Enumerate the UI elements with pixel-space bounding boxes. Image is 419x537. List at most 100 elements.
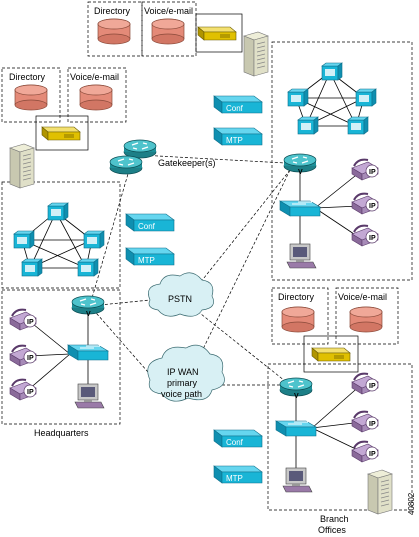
svg-text:IP: IP — [369, 421, 376, 428]
top-voicemail-label: Voice/e-mail — [144, 6, 193, 16]
hq-phone-1: IP — [9, 308, 37, 331]
pstn-label: PSTN — [168, 294, 192, 304]
hq-ccm-1-icon — [47, 202, 69, 221]
bottom-branch-phone-1: IP — [351, 372, 379, 395]
hq-ccm-5-icon — [77, 258, 99, 277]
branch-bridge-box — [303, 335, 359, 373]
branch-ccm-2-icon — [287, 88, 309, 107]
ipwan-cloud: IP WAN primary voice path — [147, 344, 225, 402]
hq-voicemail-db-icon — [79, 84, 113, 111]
hq-router-v-label: V — [86, 311, 91, 318]
hq-conf-block: Conf — [125, 213, 175, 232]
branch-mtp-block: MTP — [213, 465, 263, 484]
hq-gateway-bridge-icon — [41, 126, 81, 141]
branch-directory-label: Directory — [278, 292, 315, 302]
top-branch-voice-router: V — [283, 153, 317, 176]
svg-text:IP: IP — [369, 203, 376, 210]
svg-text:IP: IP — [27, 389, 34, 396]
group-boxes — [1, 1, 413, 511]
branch-ccm-3-icon — [355, 88, 377, 107]
hq-phone-2: IP — [9, 344, 37, 367]
ipwan-label-line3: voice path — [161, 389, 202, 399]
top-branch-phone-3: IP — [351, 224, 379, 247]
branch-voicemail-box — [335, 287, 399, 345]
gatekeeper-router-1-icon — [123, 139, 157, 159]
bottom-branch-phone-2: IP — [351, 410, 379, 433]
headquarters-label: Headquarters — [34, 428, 89, 438]
bottom-branch-phone-3: IP — [351, 440, 379, 463]
hq-directory-label: Directory — [9, 72, 46, 82]
branch-top-cluster-box — [271, 41, 413, 281]
ipwan-label-line1: IP WAN — [167, 367, 199, 377]
branch-ccm-5-icon — [347, 116, 369, 135]
svg-text:IP: IP — [369, 235, 376, 242]
branch-gateway-bridge-icon — [311, 347, 351, 362]
hq-ccm-2-icon — [13, 230, 35, 249]
bottom-branch-router-v-label: V — [294, 393, 299, 400]
svg-text:IP: IP — [369, 169, 376, 176]
top-conf-block: Conf — [213, 95, 263, 114]
ip-phones: IP IP IP IP IP IP IP IP IP — [9, 158, 379, 463]
branch-ccm-4-icon — [297, 116, 319, 135]
hq-voice-router: V — [71, 295, 105, 318]
top-branch-switch-icon — [279, 200, 321, 217]
top-branch-router-v-label: V — [298, 169, 303, 176]
hq-conf-label: Conf — [138, 222, 156, 231]
top-branch-pc-icon — [286, 243, 317, 269]
top-gateway-bridge-icon — [197, 26, 237, 41]
gatekeeper-label: Gatekeeper(s) — [158, 158, 216, 168]
branch-directory-box — [271, 287, 329, 345]
top-directory-label: Directory — [94, 6, 131, 16]
top-conf-label: Conf — [226, 104, 244, 113]
hq-mtp-block: MTP — [125, 247, 175, 266]
branch-building-icon — [367, 469, 393, 515]
branch-directory-db-icon — [281, 306, 315, 333]
branch-label-line2: Offices — [318, 525, 346, 535]
hq-building-icon — [9, 143, 35, 189]
hq-ccm-4-icon — [21, 258, 43, 277]
hq-switch-icon — [67, 344, 109, 361]
svg-text:IP: IP — [369, 383, 376, 390]
branch-mtp-label: MTP — [226, 474, 243, 483]
hq-ccm-3-icon — [83, 230, 105, 249]
branch-conf-block: Conf — [213, 429, 263, 448]
top-mtp-block: MTP — [213, 127, 263, 146]
gatekeeper-router-2-icon — [109, 155, 143, 175]
hq-directory-box — [1, 67, 61, 123]
bottom-branch-pc-icon — [282, 467, 313, 493]
branch-voicemail-db-icon — [349, 306, 383, 333]
hq-site-box — [1, 289, 121, 425]
hq-voicemail-box — [67, 67, 127, 123]
ipwan-label-line2: primary — [167, 378, 198, 388]
top-branch-phone-2: IP — [351, 192, 379, 215]
hq-mtp-label: MTP — [138, 256, 155, 265]
hq-cluster-box — [1, 181, 121, 289]
branch-ccm-1-icon — [321, 62, 343, 81]
top-bridge-box — [195, 13, 243, 53]
svg-text:IP: IP — [27, 355, 34, 362]
top-directory-box — [87, 1, 143, 57]
top-directory-db-icon — [97, 18, 131, 45]
hq-voicemail-label: Voice/e-mail — [70, 72, 119, 82]
top-branch-phone-1: IP — [351, 158, 379, 181]
top-building-icon — [243, 31, 269, 77]
bottom-branch-voice-router: V — [279, 377, 313, 400]
hq-phone-3: IP — [9, 378, 37, 401]
hq-callmanager-cluster — [13, 202, 105, 277]
hq-pc-icon — [74, 383, 105, 409]
top-mtp-label: MTP — [226, 136, 243, 145]
branch-label-line1: Branch — [320, 514, 349, 524]
figure-id-label: 40802 — [407, 492, 416, 515]
svg-text:IP: IP — [369, 451, 376, 458]
branch-callmanager-cluster — [287, 62, 377, 135]
wan-dashed-links — [89, 154, 291, 386]
branch-bottom-site-box — [267, 363, 413, 511]
top-voicemail-db-icon — [151, 18, 185, 45]
svg-text:IP: IP — [27, 319, 34, 326]
branch-voicemail-label: Voice/e-mail — [338, 292, 387, 302]
pstn-cloud: PSTN — [148, 272, 214, 317]
hq-bridge-box — [35, 115, 89, 151]
branch-conf-label: Conf — [226, 438, 244, 447]
bottom-branch-switch-icon — [275, 420, 317, 437]
